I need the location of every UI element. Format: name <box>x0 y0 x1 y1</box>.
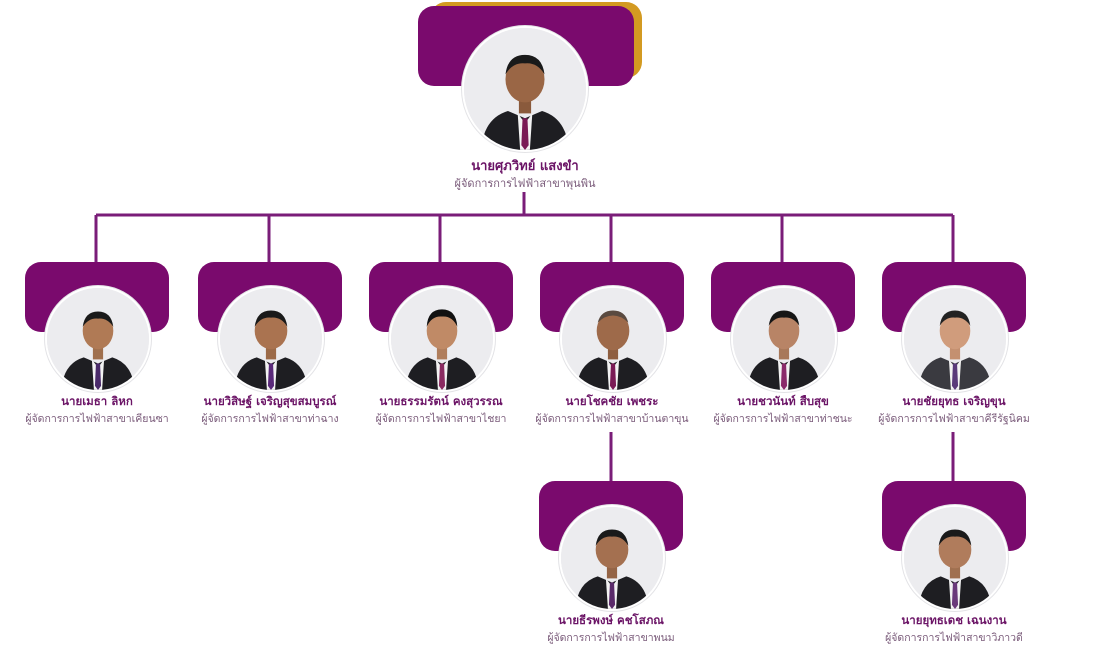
person-name: นายธีรพงษ์ คชโสภณ <box>558 613 664 627</box>
person-position: ผู้จัดการการไฟฟ้าสาขาพนม <box>547 632 675 644</box>
person-photo <box>559 505 665 611</box>
person-portrait-icon <box>391 288 493 390</box>
person-position: ผู้จัดการการไฟฟ้าสาขาบ้านตาขุน <box>535 413 689 425</box>
person-photo <box>462 26 588 152</box>
person-name: นายชวนันท์ สืบสุข <box>737 394 829 408</box>
person-name: นายโชคชัย เพชระ <box>565 394 659 408</box>
person-position: ผู้จัดการการไฟฟ้าสาขาไชยา <box>375 413 507 425</box>
person-portrait-icon <box>47 288 149 390</box>
person-name: นายศุภวิทย์ แสงขำ <box>471 159 579 174</box>
person-portrait-icon <box>561 507 663 609</box>
person-photo <box>45 286 151 392</box>
person-photo <box>218 286 324 392</box>
person-position: ผู้จัดการการไฟฟ้าสาขาท่าชนะ <box>713 413 853 425</box>
person-position: ผู้จัดการการไฟฟ้าสาขาคีรีรัฐนิคม <box>878 413 1030 425</box>
person-portrait-icon <box>904 288 1006 390</box>
person-name: นายเมธา ลิหก <box>61 394 133 408</box>
person-position: ผู้จัดการการไฟฟ้าสาขาท่าฉาง <box>201 413 339 425</box>
person-photo <box>560 286 666 392</box>
person-name: นายวิสิษฐ์ เจริญสุขสมบูรณ์ <box>203 394 337 408</box>
person-position: ผู้จัดการการไฟฟ้าสาขาเคียนซา <box>25 413 169 425</box>
person-portrait-icon <box>562 288 664 390</box>
person-photo <box>389 286 495 392</box>
person-name: นายยุทธเดช เฉนงาน <box>901 613 1007 627</box>
person-portrait-icon <box>220 288 322 390</box>
person-photo <box>902 286 1008 392</box>
person-portrait-icon <box>733 288 835 390</box>
person-photo <box>902 505 1008 611</box>
person-name: นายธรรมรัตน์ คงสุวรรณ <box>379 394 503 408</box>
person-position: ผู้จัดการการไฟฟ้าสาขาวิภาวดี <box>885 632 1023 644</box>
org-node-root: นายศุภวิทย์ แสงขำ ผู้จัดการการไฟฟ้าสาขาพ… <box>418 2 642 202</box>
person-position: ผู้จัดการการไฟฟ้าสาขาพุนพิน <box>454 177 596 190</box>
person-portrait-icon <box>464 28 586 150</box>
person-portrait-icon <box>904 507 1006 609</box>
person-name: นายชัยยุทธ เจริญขุน <box>902 394 1006 408</box>
person-photo <box>731 286 837 392</box>
